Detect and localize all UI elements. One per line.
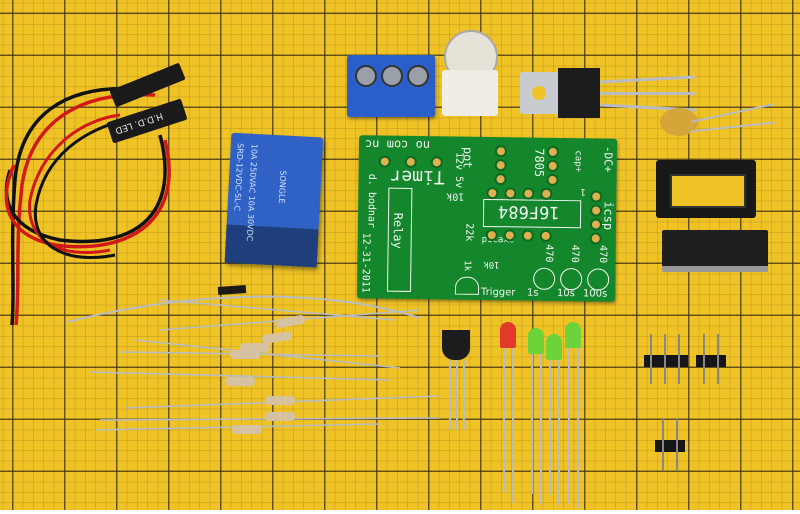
screw-terminal-block bbox=[347, 55, 435, 117]
hdd-led-cable: H.D.D. LED bbox=[0, 60, 200, 330]
green-led bbox=[565, 322, 581, 348]
screw-icon bbox=[381, 65, 403, 87]
screw-icon bbox=[355, 65, 377, 87]
ic-socket bbox=[656, 160, 756, 218]
green-led bbox=[546, 334, 562, 360]
pin-header-2b bbox=[655, 440, 685, 452]
screw-icon bbox=[407, 65, 429, 87]
red-led bbox=[500, 322, 516, 348]
green-led bbox=[528, 328, 544, 354]
ic-chip bbox=[662, 230, 768, 272]
transistor bbox=[442, 330, 470, 360]
voltage-regulator bbox=[520, 68, 696, 118]
pin-header-3 bbox=[644, 355, 688, 367]
pin-header-2 bbox=[696, 355, 726, 367]
twisted-wires bbox=[4, 86, 171, 326]
potentiometer bbox=[440, 30, 500, 120]
